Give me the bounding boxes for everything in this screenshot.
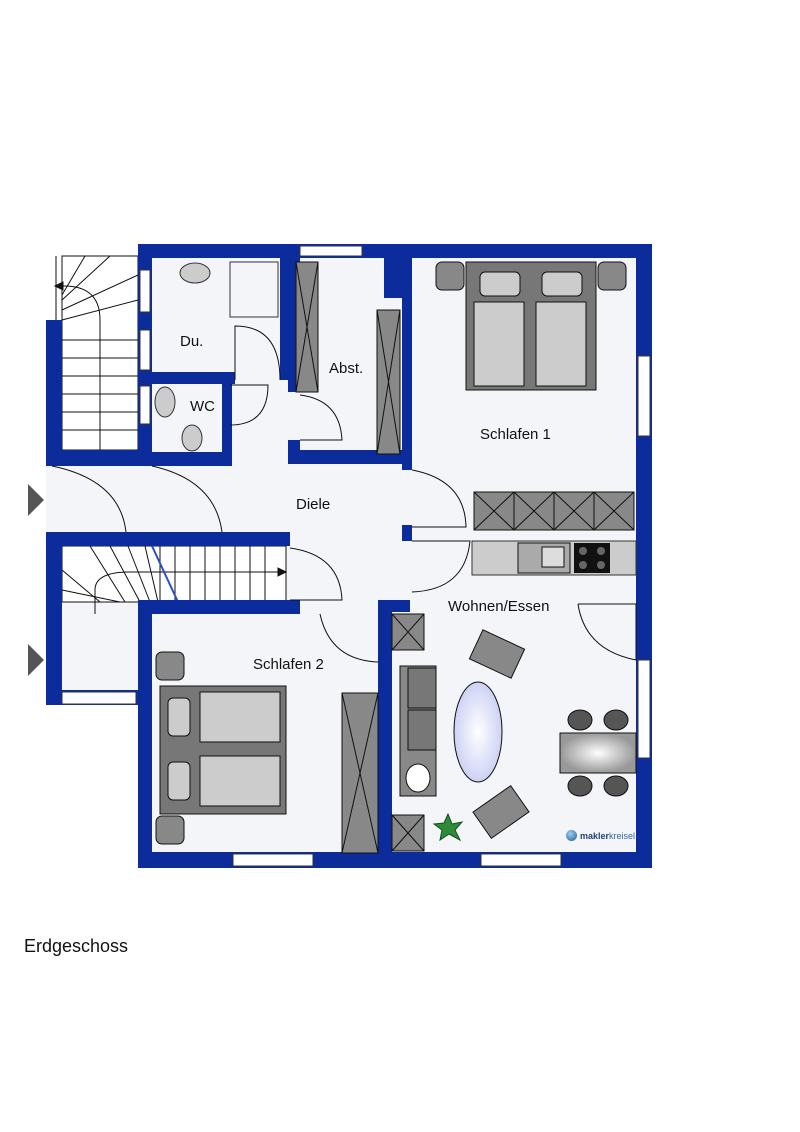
sanitary-fixtures	[154, 261, 279, 452]
logo-text-bold: makler	[580, 830, 610, 841]
room-label-wohnen: Wohnen/Essen	[448, 598, 550, 615]
logo-text-light: kreisel	[609, 830, 636, 841]
kitchen-counter	[471, 540, 637, 576]
wardrobes	[295, 261, 635, 854]
living-furniture	[399, 629, 637, 839]
room-label-abst: Abst.	[329, 360, 364, 377]
staircase-upper	[53, 255, 139, 451]
room-label-schlafen2: Schlafen 2	[253, 656, 324, 673]
logo-icon	[566, 830, 577, 841]
entrance-arrow-icon	[28, 644, 44, 676]
staircase-lower	[61, 545, 288, 694]
room-label-wc: WC	[190, 398, 215, 415]
bed-schlafen2	[155, 651, 287, 845]
bed-schlafen1	[435, 261, 627, 391]
entrance-arrow-icon	[28, 484, 44, 516]
plant-icon	[432, 812, 464, 842]
doors	[51, 325, 637, 663]
floor-label: Erdgeschoss	[24, 936, 129, 956]
room-label-du: Du.	[180, 333, 204, 350]
room-label-diele: Diele	[296, 496, 331, 513]
room-label-schlafen1: Schlafen 1	[480, 426, 551, 443]
windows	[61, 245, 651, 867]
